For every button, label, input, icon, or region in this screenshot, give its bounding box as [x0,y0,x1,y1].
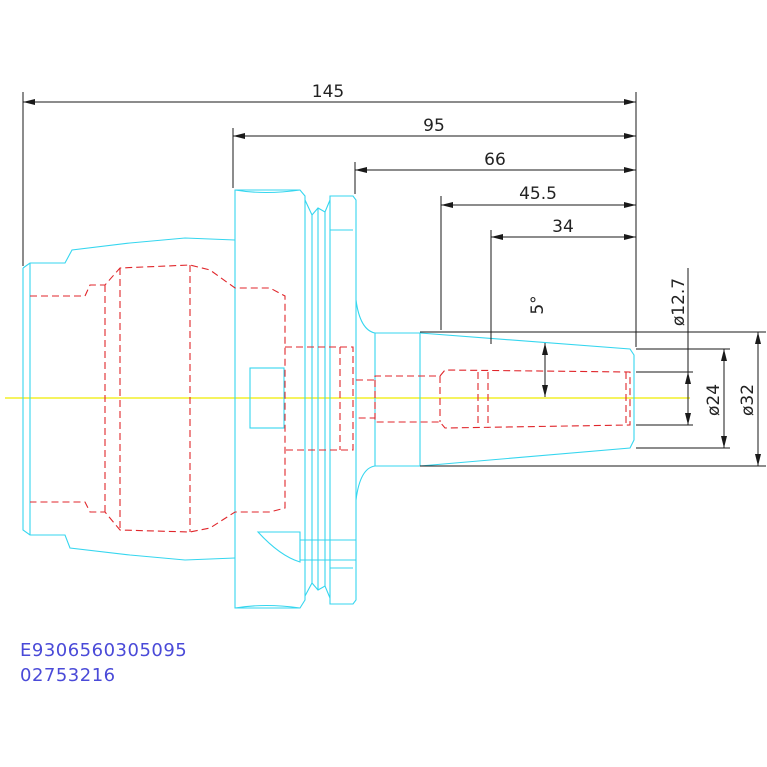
dimension-lines [22,92,766,467]
dim-95: 95 [423,116,445,136]
dim-145: 145 [312,82,344,102]
part-code: E9306560305095 [20,640,188,661]
dim-dia-24: ø24 [704,384,724,416]
dim-34: 34 [552,217,574,237]
holder-outline [22,189,635,609]
dim-dia-32: ø32 [738,384,758,416]
dim-66: 66 [484,150,506,170]
hidden-lines [30,264,631,533]
dim-dia-12-7: ø12.7 [669,278,689,326]
part-number: 02753216 [20,665,116,686]
dim-angle-5: 5° [528,295,548,314]
dim-45-5: 45.5 [519,184,557,204]
